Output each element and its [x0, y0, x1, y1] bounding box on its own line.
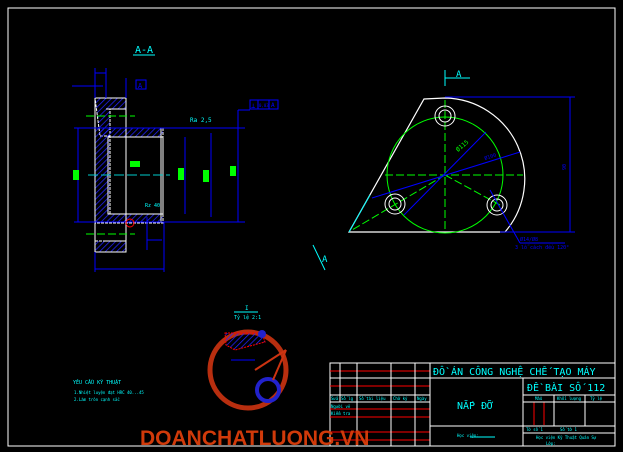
requirement-2: 2.Làm tròn cạnh sắc	[74, 397, 120, 402]
detail-label: I	[245, 305, 249, 312]
hole-note-1: Ø14/Ø8	[520, 236, 538, 243]
section-label: A-A	[135, 45, 153, 56]
mass-label: Khối lượng	[557, 396, 582, 401]
requirements-title: YÊU CẦU KỸ THUẬT	[73, 378, 121, 386]
header-so-lg: Số lg	[341, 396, 354, 401]
header-chu-ky: Chữ ký	[393, 396, 408, 401]
project-title: ĐỒ ÁN CÔNG NGHỆ CHẾ TẠO MÁY	[433, 365, 596, 378]
scale-label: Tỷ lệ	[590, 396, 603, 401]
sheet-number: Tờ số 1	[526, 427, 543, 432]
school-name: Học viện Kỹ Thuật Quân Sự	[536, 435, 597, 440]
header-sua: Sửa	[331, 396, 339, 401]
perpendicularity-frame: ⊥ 0,03 A	[249, 99, 279, 110]
dim-pcd: Ø115	[455, 139, 471, 154]
requirement-1: 1.Nhiệt luyện đạt HRC 40...45	[74, 390, 144, 395]
sample-label: Mẫu	[535, 396, 543, 401]
designer-label: Người vẽ	[331, 404, 351, 409]
checker-label: Kiểm tra	[331, 411, 351, 416]
technical-requirements: YÊU CẦU KỸ THUẬT 1.Nhiệt luyện đạt HRC 4…	[73, 378, 144, 402]
roughness-ra: Ra 2,5	[190, 117, 212, 124]
detail-scale: Tỷ lệ 2:1	[234, 314, 261, 321]
datum-a-ref: A	[138, 82, 143, 90]
sheet-count: Số tờ 1	[560, 427, 577, 432]
section-mark-bottom: A	[322, 255, 328, 265]
section-view: A-A	[72, 45, 279, 272]
top-view: A A Ø115 Ø100 90 Ø14/Ø8 3 lỗ cách đều 12…	[312, 70, 575, 271]
dim-outer: Ø100	[483, 152, 497, 162]
part-name: NẮP ĐỠ	[457, 399, 493, 412]
svg-text:⊥: ⊥	[251, 102, 255, 110]
header-ngay: Ngày	[417, 396, 427, 401]
drawing-frame	[7, 7, 616, 447]
svg-text:A: A	[271, 102, 275, 109]
svg-text:0,03: 0,03	[259, 103, 269, 108]
class-label: Lớp:	[546, 441, 556, 446]
student-label: Học viện:	[457, 433, 479, 438]
header-so-tai-lieu: Số tài liệu	[359, 396, 386, 401]
dim-height: 90	[562, 164, 568, 170]
title-block: ĐỒ ÁN CÔNG NGHỆ CHẾ TẠO MÁY ĐỀ BÀI SỐ 11…	[329, 362, 616, 447]
section-mark-top: A	[456, 70, 462, 80]
hole-note-2: 3 lỗ cách đều 120°	[515, 244, 569, 251]
assignment-number: ĐỀ BÀI SỐ 112	[527, 381, 605, 394]
roughness-rz: Rz 40	[145, 203, 160, 209]
watermark-text: DOANCHATLUONG.VN	[140, 427, 369, 450]
detail-view: I Tỷ lệ 2:1	[207, 305, 289, 411]
